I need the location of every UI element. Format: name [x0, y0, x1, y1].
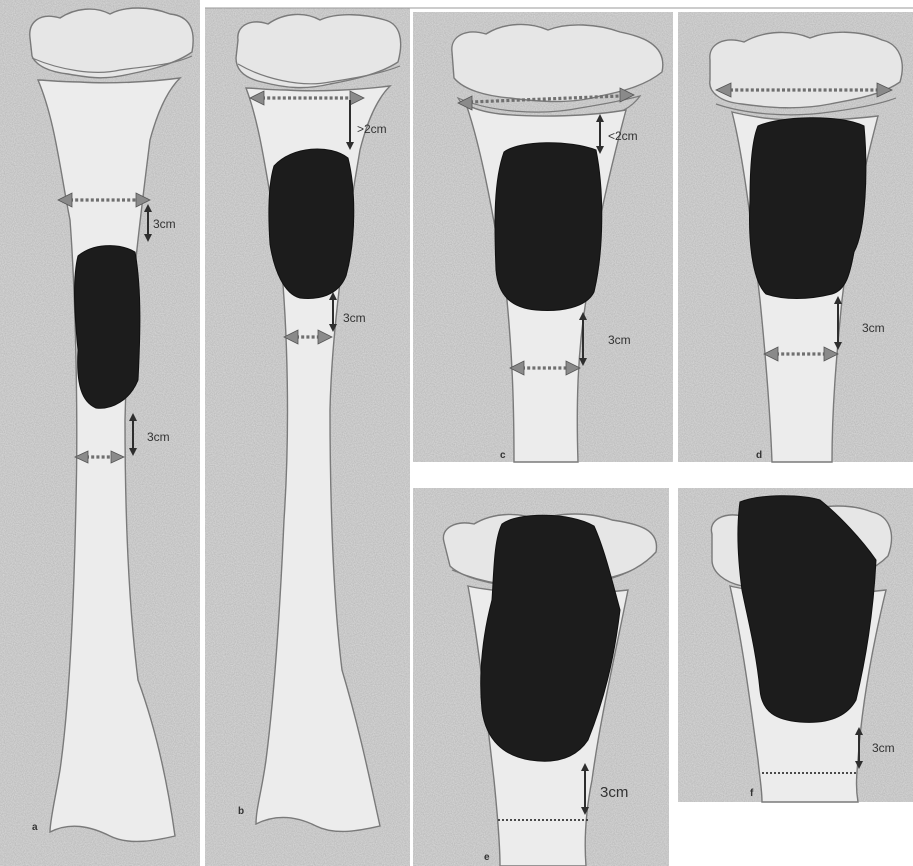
panel-e: 3cm e	[413, 488, 669, 866]
panel-b-label-upper: >2cm	[357, 122, 387, 136]
panel-f-label: 3cm	[872, 741, 895, 755]
panel-d-letter: d	[756, 450, 762, 461]
panel-b-tumor	[269, 149, 354, 298]
panel-f: 3cm f	[678, 488, 913, 802]
panel-c-letter: c	[500, 450, 506, 461]
panel-c-tumor	[495, 143, 602, 311]
panel-d-tumor	[750, 118, 866, 299]
panel-d: 3cm d	[678, 12, 913, 462]
panel-a-tumor	[75, 246, 140, 409]
panel-d-label: 3cm	[862, 321, 885, 335]
panel-e-letter: e	[484, 852, 490, 863]
panel-a-label-lower: 3cm	[147, 430, 170, 444]
panel-a-letter: a	[32, 822, 38, 833]
panel-c-label-lower: 3cm	[608, 333, 631, 347]
panel-a: 3cm 3cm a	[0, 0, 200, 866]
panel-e-label: 3cm	[600, 784, 628, 801]
panel-c-label-upper: <2cm	[608, 129, 638, 143]
panel-b-label-lower: 3cm	[343, 311, 366, 325]
panel-c: <2cm 3cm c	[413, 12, 673, 462]
panel-b-letter: b	[238, 806, 244, 817]
panel-a-label-upper: 3cm	[153, 217, 176, 231]
